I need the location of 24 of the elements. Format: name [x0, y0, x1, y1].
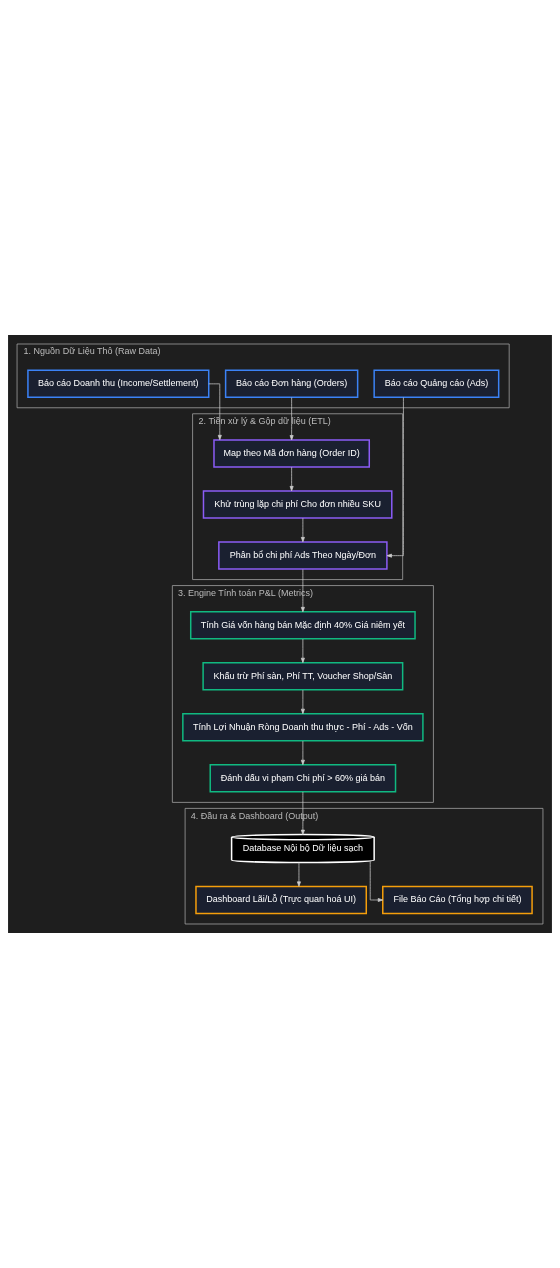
arrow — [300, 740, 305, 766]
arrow — [289, 466, 294, 492]
arrow — [300, 517, 305, 543]
node-box: File Báo Cáo (Tổng hợp chi tiết) — [382, 885, 533, 915]
node-box: Báo cáo Doanh thu (Income/Settlement) — [27, 369, 210, 398]
node-box: Tính Giá vốn hàng bán Mặc định 40% Giá niêm yết — [190, 611, 416, 640]
arrow — [300, 638, 305, 663]
node-box: Báo cáo Đơn hàng (Orders) — [224, 369, 359, 398]
node-box: Phân bổ chi phí Ads Theo Ngày/Đơn — [218, 541, 388, 570]
node-box: Dashboard Lãi/Lỗ (Trực quan hoá UI) — [195, 885, 367, 915]
arrow — [369, 861, 384, 902]
arrow — [300, 568, 305, 613]
node-box: Tính Lợi Nhuận Ròng Doanh thu thực - Phí - Ads - Vốn — [182, 713, 424, 742]
arrow — [300, 689, 305, 714]
node-box: Khấu trừ Phí sàn, Phí TT, Voucher Shop/Sàn — [202, 662, 404, 691]
arrow — [208, 383, 222, 441]
node-box: Báo cáo Quảng cáo (Ads) — [373, 369, 500, 398]
node-box: Khử trùng lặp chi phí Cho đơn nhiều SKU — [202, 490, 393, 519]
arrow — [289, 397, 294, 441]
arrow — [300, 791, 305, 835]
arrow — [386, 397, 404, 558]
node-box: Đánh dấu vi phạm Chi phí > 60% giá bán — [209, 764, 397, 793]
arrow — [297, 862, 301, 887]
node-box: Map theo Mã đơn hàng (Order ID) — [213, 439, 370, 468]
